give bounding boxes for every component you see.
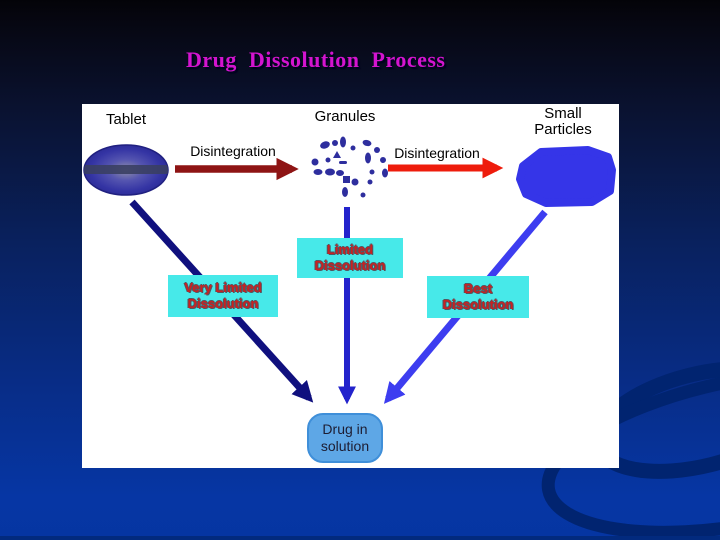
small-particles-illustration <box>516 146 616 207</box>
small-particles-line2: Particles <box>534 121 592 138</box>
best-line1: Best <box>463 281 493 296</box>
limited-dissolution-box: Limited Dissolution <box>297 238 403 278</box>
bottom-border <box>0 536 720 540</box>
best-dissolution-box: Best Dissolution <box>427 276 529 318</box>
granules-label: Granules <box>314 108 376 125</box>
result-line1: Drug in <box>322 421 368 437</box>
very-limited-dissolution-box: Very Limited Dissolution <box>168 275 278 317</box>
small-particles-label: Small Particles <box>523 106 603 138</box>
slide-title: Drug Dissolution Process <box>186 47 446 72</box>
very-limited-line1: Very Limited <box>184 280 262 295</box>
result-line2: solution <box>320 438 370 454</box>
tablet-label: Tablet <box>105 111 147 128</box>
drug-in-solution-box: Drug in solution <box>307 413 383 463</box>
limited-line1: Limited <box>326 242 374 257</box>
best-line2: Dissolution <box>442 297 514 312</box>
tablet-illustration <box>83 144 169 196</box>
small-particles-line1: Small <box>544 105 582 122</box>
very-limited-line2: Dissolution <box>187 296 259 311</box>
disintegration-right-label: Disintegration <box>394 145 480 161</box>
granules-illustration <box>311 136 388 198</box>
disintegration-left-label: Disintegration <box>190 143 276 159</box>
limited-line2: Dissolution <box>314 258 386 273</box>
diagram-panel: Tablet Granules Small Particles Disinteg… <box>82 104 619 468</box>
